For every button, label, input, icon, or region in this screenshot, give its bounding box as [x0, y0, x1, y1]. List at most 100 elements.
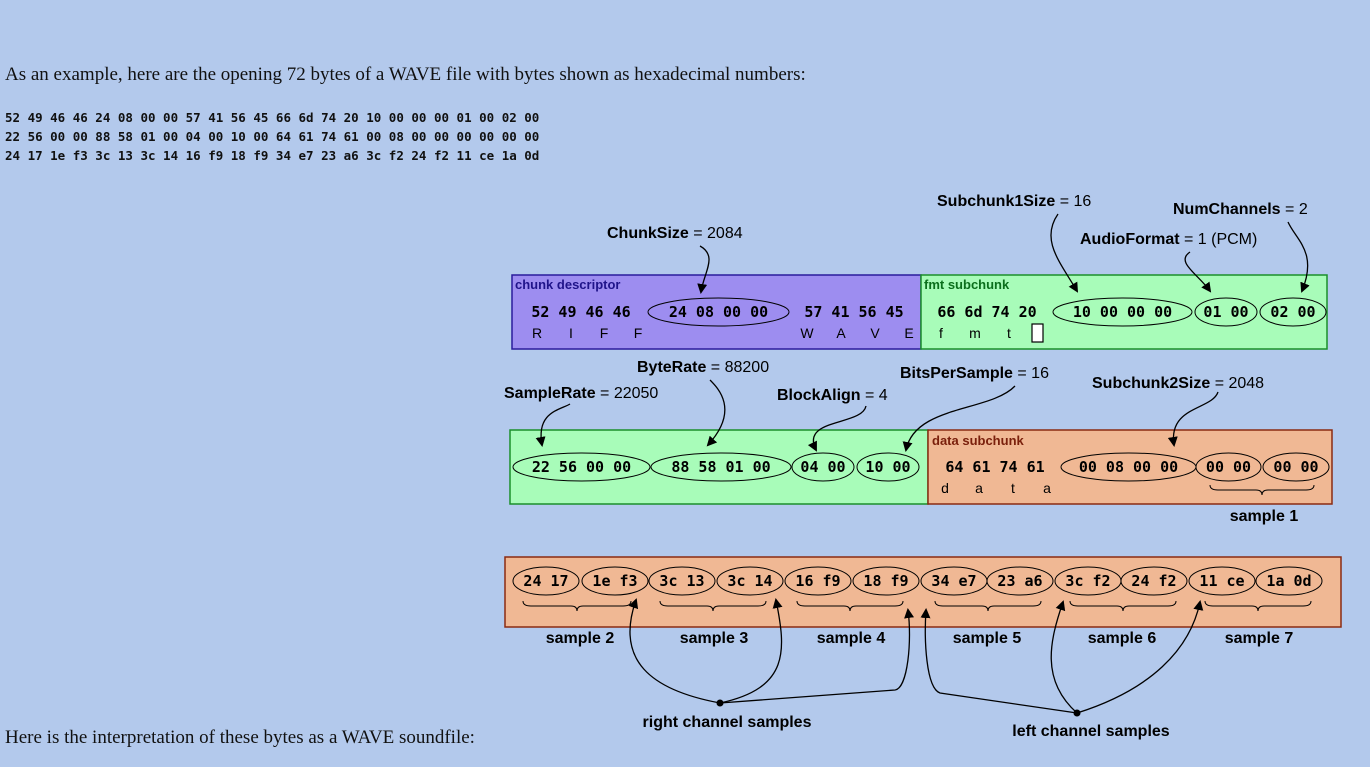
- subchunk2size-label: Subchunk2Size = 2048: [1092, 375, 1264, 392]
- intro-text: As an example, here are the opening 72 b…: [5, 64, 806, 85]
- fmt-subchunk-title: fmt subchunk: [924, 277, 1010, 292]
- sample-brace: [1209, 484, 1315, 496]
- row3-byte-group: 34 e7: [931, 572, 976, 590]
- row1-byte-group: 02 00: [1270, 303, 1315, 321]
- byte-group-ellipse: [852, 566, 920, 596]
- ascii-char: E: [904, 325, 913, 341]
- sample-brace: [1069, 600, 1177, 612]
- row2-byte-group: 00 08 00 00: [1079, 458, 1178, 476]
- byte-group-ellipse: [647, 297, 790, 327]
- hex-line: 52 49 46 46 24 08 00 00 57 41 56 45 66 6…: [5, 110, 540, 125]
- row3-byte-group: 3c 13: [659, 572, 704, 590]
- outro-text: Here is the interpretation of these byte…: [5, 727, 475, 748]
- byte-group-ellipse: [1195, 452, 1262, 482]
- ascii-char: I: [569, 325, 573, 341]
- row2-byte-group: 04 00: [800, 458, 845, 476]
- hex-dump: 52 49 46 46 24 08 00 00 57 41 56 45 66 6…: [5, 108, 539, 165]
- row3-byte-group: 23 a6: [997, 572, 1042, 590]
- sample-label: sample 7: [1225, 630, 1294, 647]
- row1-byte-group: 10 00 00 00: [1073, 303, 1172, 321]
- byte-group-ellipse: [1052, 297, 1193, 327]
- row1-byte-group: 01 00: [1203, 303, 1248, 321]
- byte-group-ellipse: [986, 566, 1054, 596]
- ascii-char: d: [941, 480, 949, 496]
- fmt-subchunk-cont-box: [509, 429, 929, 505]
- byte-group-ellipse: [791, 452, 855, 482]
- ascii-char: F: [634, 325, 643, 341]
- bitspersample-label: BitsPerSample = 16: [900, 365, 1049, 382]
- sample-brace: [659, 600, 767, 612]
- chunksize-label: ChunkSize = 2084: [607, 225, 743, 242]
- ascii-char: A: [836, 325, 846, 341]
- row3-byte-group: 24 f2: [1131, 572, 1176, 590]
- byte-group-ellipse: [512, 452, 651, 482]
- row1-byte-group: 57 41 56 45: [804, 303, 903, 321]
- sample-label: sample 5: [953, 630, 1022, 647]
- ascii-char: f: [939, 325, 943, 341]
- byterate-label: ByteRate = 88200: [637, 359, 769, 376]
- row1-byte-group: 66 6d 74 20: [937, 303, 1036, 321]
- row2-byte-group: 10 00: [865, 458, 910, 476]
- sample-brace: [796, 600, 904, 612]
- sample-brace: [522, 600, 632, 612]
- hex-line: 24 17 1e f3 3c 13 3c 14 16 f9 18 f9 34 e…: [5, 148, 540, 163]
- byte-group-ellipse: [512, 566, 580, 596]
- byte-group-ellipse: [581, 566, 649, 596]
- subchunk1size-label: Subchunk1Size = 16: [937, 193, 1091, 210]
- byte-group-ellipse: [1194, 297, 1258, 327]
- row3-byte-group: 1e f3: [592, 572, 637, 590]
- row3-byte-group: 3c 14: [727, 572, 772, 590]
- byte-group-ellipse: [650, 452, 792, 482]
- row3-byte-group: 24 17: [523, 572, 568, 590]
- row3-byte-group: 11 ce: [1199, 572, 1244, 590]
- row1-byte-group: 52 49 46 46: [531, 303, 630, 321]
- fmt-subchunk-box: [920, 274, 1328, 350]
- ascii-char: m: [969, 325, 981, 341]
- ascii-char: V: [870, 325, 880, 341]
- byte-group-ellipse: [648, 566, 716, 596]
- blockalign-label: BlockAlign = 4: [777, 387, 888, 404]
- ascii-char: a: [975, 480, 983, 496]
- chunk-descriptor-title: chunk descriptor: [515, 277, 620, 292]
- data-subchunk-title: data subchunk: [932, 433, 1025, 448]
- sample-label: sample 2: [546, 630, 615, 647]
- ascii-char: R: [532, 325, 542, 341]
- row3-byte-group: 18 f9: [863, 572, 908, 590]
- row2-byte-group: 00 00: [1206, 458, 1251, 476]
- sample-label: sample 6: [1088, 630, 1157, 647]
- data-subchunk-box: [927, 429, 1333, 505]
- byte-group-ellipse: [1259, 297, 1327, 327]
- space-char-box: [1031, 323, 1044, 343]
- ascii-char: t: [1007, 325, 1011, 341]
- ascii-char: W: [800, 325, 814, 341]
- byte-group-ellipse: [716, 566, 784, 596]
- row2-byte-group: 88 58 01 00: [671, 458, 770, 476]
- byte-group-ellipse: [1188, 566, 1256, 596]
- channel-arrows: [628, 598, 1204, 717]
- ascii-char: F: [600, 325, 609, 341]
- samplerate-label: SampleRate = 22050: [504, 385, 658, 402]
- row3-byte-group: 3c f2: [1065, 572, 1110, 590]
- numchannels-label: NumChannels = 2: [1173, 201, 1308, 218]
- hex-line: 22 56 00 00 88 58 01 00 04 00 10 00 64 6…: [5, 129, 540, 144]
- sample-label: sample 1: [1230, 508, 1299, 525]
- row1-byte-group: 24 08 00 00: [669, 303, 768, 321]
- row2-byte-group: 22 56 00 00: [532, 458, 631, 476]
- left-channel-label: left channel samples: [1012, 723, 1169, 740]
- sample-brace: [934, 600, 1042, 612]
- sample-brace: [1204, 600, 1312, 612]
- ascii-char: t: [1011, 480, 1015, 496]
- byte-group-ellipse: [784, 566, 852, 596]
- sample-label: sample 3: [680, 630, 749, 647]
- sample-label: sample 4: [817, 630, 886, 647]
- annotation-arrows: [535, 213, 1310, 452]
- row3-byte-group: 1a 0d: [1266, 572, 1311, 590]
- byte-group-ellipse: [1255, 566, 1323, 596]
- byte-group-ellipse: [856, 452, 920, 482]
- byte-group-ellipse: [1120, 566, 1188, 596]
- audioformat-label: AudioFormat = 1 (PCM): [1080, 231, 1257, 248]
- row3-byte-group: 16 f9: [795, 572, 840, 590]
- row2-byte-group: 00 00: [1273, 458, 1318, 476]
- byte-group-ellipse: [1262, 452, 1330, 482]
